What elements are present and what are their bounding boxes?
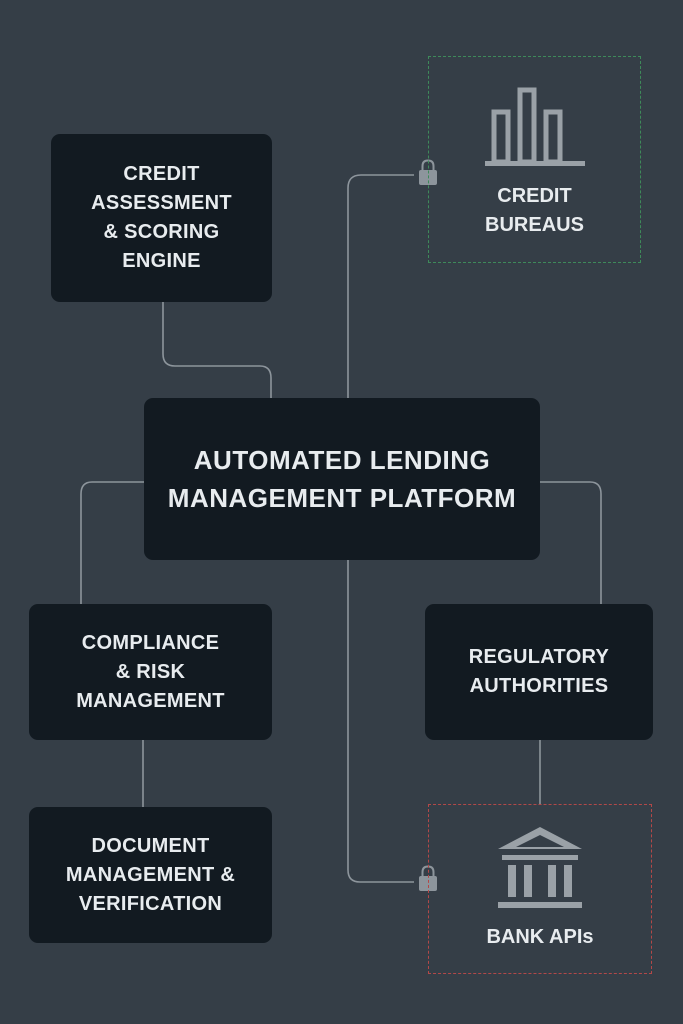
bar-chart-icon xyxy=(484,87,585,166)
credit-assessment-label: CREDIT ASSESSMENT & SCORING ENGINE xyxy=(91,163,232,272)
bank-apis-label: BANK APIs xyxy=(486,926,594,948)
lending-platform-node: AUTOMATED LENDING MANAGEMENT PLATFORM xyxy=(144,398,540,560)
credit-assessment-node: CREDIT ASSESSMENT & SCORING ENGINE xyxy=(51,134,272,302)
connector-platform-regulatory xyxy=(539,481,602,604)
connector-platform-credit-bureaus xyxy=(347,174,414,398)
connector-platform-bank-apis xyxy=(347,560,414,883)
credit-bureaus-label: CREDIT BUREAUS xyxy=(485,185,584,236)
document-label: DOCUMENT MANAGEMENT & VERIFICATION xyxy=(65,834,236,915)
compliance-label: COMPLIANCE & RISK MANAGEMENT xyxy=(76,631,225,712)
credit-bureaus-box: CREDIT BUREAUS xyxy=(428,56,641,263)
connector-platform-compliance xyxy=(80,481,144,604)
regulatory-node: REGULATORY AUTHORITIES xyxy=(425,604,653,740)
document-node: DOCUMENT MANAGEMENT & VERIFICATION xyxy=(29,807,272,943)
regulatory-label: REGULATORY AUTHORITIES xyxy=(468,646,610,697)
bank-apis-box: BANK APIs xyxy=(428,804,652,974)
compliance-node: COMPLIANCE & RISK MANAGEMENT xyxy=(29,604,272,740)
bank-building-icon xyxy=(498,827,582,908)
connector-credit-engine-platform xyxy=(162,302,272,398)
lending-platform-label: AUTOMATED LENDING MANAGEMENT PLATFORM xyxy=(167,445,517,513)
